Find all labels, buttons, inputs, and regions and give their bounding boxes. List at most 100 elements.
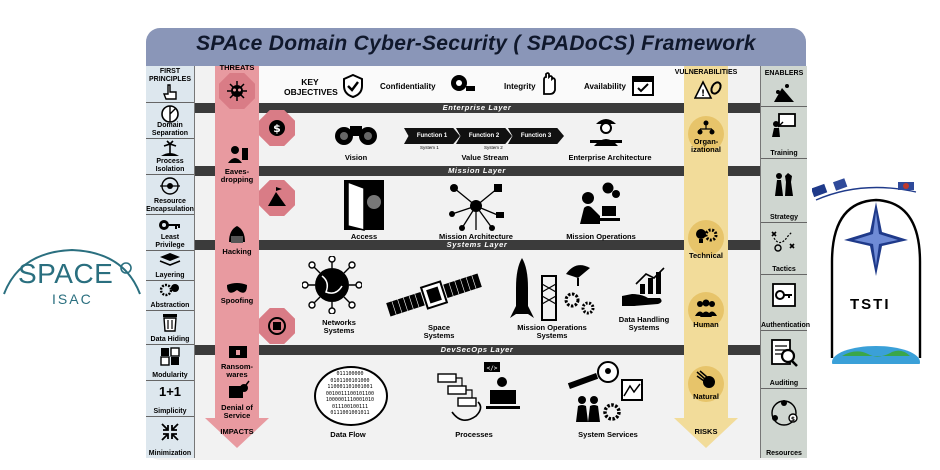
binary-line: 0010011100101100 [325, 390, 375, 397]
network-globe-icon [301, 255, 363, 319]
principle-resource-encapsulation: Resource Encapsulation [146, 174, 194, 215]
space-isac-logo: SPACE ISAC [0, 232, 145, 332]
mission-access: Access [350, 232, 378, 241]
processes-icon: </> [432, 360, 522, 431]
principle-label: Layering [155, 271, 185, 279]
first-principles-label: FIRST PRINCIPLES [148, 68, 191, 83]
binary-line: 011100000 [336, 371, 364, 377]
risks-label: RISKS [694, 427, 718, 436]
binary-line: 1000001110001010 [325, 397, 375, 403]
principle-domain-separation: Domain Separation [146, 102, 194, 139]
enablers-label: ENABLERS [764, 70, 804, 77]
layer-bar-enterprise: Enterprise Layer [194, 103, 760, 113]
value-stream-system-1: System 1 [420, 145, 439, 150]
virus-skull-icon [226, 80, 248, 107]
enabler-auditing: Auditing [761, 330, 807, 389]
principle-label: Least Privilege [155, 234, 185, 249]
systems-mission-operations: Mission Operations Systems [517, 323, 587, 340]
threats-label: THREATS [219, 63, 255, 72]
binary-text-block: 011100000 0101100101000 110001101001001 … [318, 371, 382, 417]
vuln-node-human [688, 292, 724, 328]
binary-line: 011100100111 [331, 403, 369, 410]
value-stream-function-2: Function 2 [456, 128, 512, 144]
svg-text:$: $ [273, 122, 281, 135]
launch-tower-icon [508, 256, 598, 327]
page-title: SPAce Domain Cyber-Security ( SPADoCS) F… [196, 32, 756, 55]
objective-confidentiality: Confidentiality [380, 82, 436, 91]
principle-layering: Layering [146, 250, 194, 281]
satellite-icon [384, 272, 484, 323]
enabler-label: Training [770, 149, 798, 157]
systems-data-handling: Data Handling Systems [618, 315, 670, 332]
vuln-node-technical [688, 220, 724, 256]
svg-text:$: $ [791, 416, 795, 423]
key-objectives-strip [259, 66, 684, 104]
title-bar [146, 28, 806, 66]
svg-text:</>: </> [487, 365, 498, 372]
enterprise-architecture: Enterprise Architecture [568, 153, 652, 162]
principle-label: Modularity [152, 371, 188, 379]
abstraction-gears-icon [159, 282, 181, 303]
enabler-tactics: Tactics [761, 222, 807, 275]
modules-icon [159, 346, 181, 371]
enterprise-vision: Vision [344, 153, 368, 162]
hacker-icon [226, 222, 248, 249]
minimize-arrows-icon [160, 422, 180, 447]
enabler-training: Training [761, 106, 807, 159]
first-principles-header: FIRST PRINCIPLES [146, 66, 194, 103]
value-stream-function-3: Function 3 [508, 128, 564, 144]
value-stream-system-2: System 2 [484, 145, 503, 150]
principle-label: Minimization [148, 449, 192, 457]
vulnerabilities-arrowhead [674, 418, 738, 453]
principle-label: Domain Separation [151, 122, 189, 137]
threats-arrowhead [205, 418, 269, 453]
audit-magnifier-icon [770, 338, 798, 373]
eavesdropping-icon [226, 144, 250, 169]
principle-label: Data Hiding [150, 335, 190, 343]
threat-denial-of-service: Denial of Service [221, 403, 253, 420]
space-isac-title: SPACE [18, 258, 114, 289]
threat-spoofing: Spoofing [220, 296, 254, 305]
tsti-logo: TSTI [811, 172, 940, 378]
devsecops-data-flow: Data Flow [330, 430, 366, 439]
enabler-label: Resources [766, 449, 802, 457]
ransomware-icon [228, 345, 248, 366]
enabler-label: Tactics [772, 265, 796, 273]
resources-network-icon: $ [769, 398, 799, 433]
enterprise-value-stream: Value Stream [461, 153, 509, 162]
hand-icon [540, 72, 558, 101]
enablers-column: ENABLERS Training Strategy Tactics Authe… [760, 66, 810, 458]
dollar-gear-icon: $ [267, 118, 287, 143]
meteor-icon [696, 370, 718, 395]
enabler-authentication: Authentication [761, 274, 810, 331]
threat-ransomwares: Ransom-wares [220, 362, 254, 379]
space-isac-subtitle: ISAC [52, 291, 93, 307]
authentication-key-icon [771, 282, 797, 313]
calendar-check-icon [632, 74, 654, 101]
threat-eavesdropping: Eaves-dropping [220, 167, 254, 184]
climber-flag-icon [266, 186, 288, 213]
devsecops-processes: Processes [455, 430, 493, 439]
principle-label: Simplicity [153, 407, 187, 415]
climbing-team-icon [772, 80, 796, 109]
separation-disc-icon [160, 104, 180, 129]
tsti-text: TSTI [850, 296, 891, 313]
layer-bar-devsecops: DevSecOps Layer [194, 345, 760, 355]
objective-integrity: Integrity [504, 82, 536, 91]
first-principles-column: FIRST PRINCIPLES Domain Separation Proce… [146, 66, 195, 458]
systems-networks: Networks Systems [322, 318, 356, 335]
vuln-natural: Natural [693, 392, 719, 401]
principle-modularity: Modularity [146, 344, 194, 381]
layer-bar-mission: Mission Layer [194, 166, 760, 176]
principle-data-hiding: Data Hiding [146, 310, 194, 345]
data-flow-binary [314, 366, 388, 426]
vuln-organizational: Organ-izational [690, 137, 721, 154]
people-group-icon [694, 298, 718, 323]
presentation-board-icon [771, 112, 797, 143]
principle-process-isolation: Process Isolation [146, 138, 194, 175]
mission-architecture: Mission Architecture [439, 232, 513, 241]
cycle-boxes-icon [266, 315, 288, 342]
vuln-human: Human [693, 320, 719, 329]
shield-check-icon [342, 73, 364, 103]
org-chart-icon [697, 120, 715, 141]
